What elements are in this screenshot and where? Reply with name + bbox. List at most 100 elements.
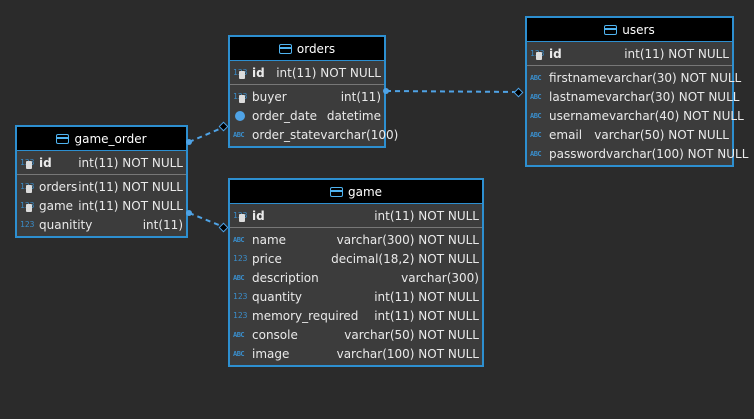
- link-start-dot: [186, 139, 192, 145]
- primary-key-icon: 123: [233, 209, 250, 223]
- text-type-icon: ABC: [233, 273, 245, 282]
- table-game[interactable]: game 123 id int(11) NOT NULL ABC name va…: [228, 178, 484, 367]
- column-name: quantity: [252, 289, 303, 304]
- columns-section: ABC name varchar(300) NOT NULL 123 price…: [230, 228, 482, 365]
- column-row[interactable]: ABC order_state varchar(100): [230, 125, 398, 144]
- key-icon: [239, 213, 245, 222]
- key-icon: [239, 70, 245, 79]
- column-name: image: [252, 346, 290, 361]
- key-icon: [26, 203, 32, 212]
- link-end-diamond: [218, 121, 229, 132]
- column-name: lastname: [549, 89, 605, 104]
- primary-key-icon: 123: [20, 156, 37, 170]
- column-row[interactable]: ABC name varchar(300) NOT NULL: [230, 230, 482, 249]
- table-users[interactable]: users 123 id int(11) NOT NULL ABC firstn…: [525, 16, 748, 167]
- text-type-icon: ABC: [530, 111, 542, 120]
- table-header[interactable]: game: [230, 180, 482, 204]
- column-name: id: [39, 155, 52, 170]
- text-type-icon: ABC: [530, 130, 542, 139]
- column-type: varchar(30) NOT NULL: [606, 70, 742, 85]
- key-icon: [239, 94, 245, 103]
- column-name: buyer: [252, 89, 287, 104]
- column-name: id: [252, 65, 265, 80]
- column-row[interactable]: ABC lastname varchar(30) NOT NULL: [527, 87, 739, 106]
- table-orders[interactable]: orders 123 id int(11) NOT NULL 123 buyer…: [228, 35, 398, 148]
- column-row[interactable]: 123 id int(11) NOT NULL: [230, 63, 384, 82]
- column-name: quanitity: [39, 217, 93, 232]
- column-row[interactable]: 123 id int(11) NOT NULL: [527, 44, 732, 63]
- key-icon: [536, 51, 542, 60]
- column-type: varchar(100) NOT NULL: [605, 146, 749, 161]
- table-title: orders: [296, 41, 336, 56]
- column-name: email: [549, 127, 583, 142]
- link-end-diamond: [513, 87, 524, 98]
- text-type-icon: ABC: [233, 130, 245, 139]
- link-game-order-game: [188, 212, 225, 228]
- table-header[interactable]: users: [527, 18, 732, 42]
- pk-section: 123 id int(11) NOT NULL: [527, 42, 732, 66]
- key-icon: [26, 184, 32, 193]
- column-type: int(11) NOT NULL: [276, 65, 381, 80]
- text-type-icon: ABC: [233, 349, 245, 358]
- table-game-order[interactable]: game_order 123 id int(11) NOT NULL 123 o…: [15, 125, 188, 238]
- table-icon: [329, 186, 343, 197]
- column-row[interactable]: ABC image varchar(100) NOT NULL: [230, 344, 482, 363]
- text-type-icon: ABC: [530, 73, 542, 82]
- table-header[interactable]: orders: [230, 37, 384, 61]
- column-row[interactable]: 123 id int(11) NOT NULL: [17, 153, 186, 172]
- column-row[interactable]: order_date datetime: [230, 106, 384, 125]
- link-orders-users: [385, 90, 520, 93]
- column-row[interactable]: 123 quantity int(11) NOT NULL: [230, 287, 482, 306]
- columns-section: 123 buyer int(11) order_date datetime AB…: [230, 85, 398, 146]
- column-row[interactable]: 123 quanitity int(11): [17, 215, 186, 234]
- primary-key-icon: 123: [530, 47, 547, 61]
- column-type: int(11) NOT NULL: [78, 198, 183, 213]
- column-name: console: [252, 327, 298, 342]
- table-icon: [278, 43, 292, 54]
- column-type: int(11) NOT NULL: [374, 208, 479, 223]
- column-name: description: [252, 270, 319, 285]
- column-name: name: [252, 232, 287, 247]
- column-type: int(11) NOT NULL: [374, 308, 479, 323]
- link-game-order-orders: [188, 126, 225, 143]
- column-name: game: [39, 198, 74, 213]
- column-type: varchar(100) NOT NULL: [336, 346, 479, 361]
- pk-section: 123 id int(11) NOT NULL: [17, 151, 186, 175]
- column-type: int(11) NOT NULL: [624, 46, 729, 61]
- column-type: int(11): [142, 217, 183, 232]
- pk-section: 123 id int(11) NOT NULL: [230, 61, 384, 85]
- column-row[interactable]: 123 orders int(11) NOT NULL: [17, 177, 186, 196]
- column-type: int(11): [340, 89, 381, 104]
- link-start-dot: [186, 210, 192, 216]
- column-name: password: [549, 146, 606, 161]
- table-header[interactable]: game_order: [17, 127, 186, 151]
- column-name: id: [252, 208, 265, 223]
- column-name: order_date: [252, 108, 318, 123]
- table-title: game: [347, 184, 383, 199]
- column-row[interactable]: 123 memory_required int(11) NOT NULL: [230, 306, 482, 325]
- column-row[interactable]: ABC password varchar(100) NOT NULL: [527, 144, 748, 163]
- column-row[interactable]: ABC email varchar(50) NOT NULL: [527, 125, 732, 144]
- column-row[interactable]: 123 game int(11) NOT NULL: [17, 196, 186, 215]
- column-name: orders: [39, 179, 78, 194]
- column-row[interactable]: ABC console varchar(50) NOT NULL: [230, 325, 482, 344]
- column-name: id: [549, 46, 562, 61]
- column-row[interactable]: ABC description varchar(300): [230, 268, 482, 287]
- column-name: order_state: [252, 127, 321, 142]
- numeric-type-icon: 123: [233, 310, 248, 320]
- column-row[interactable]: 123 price decimal(18,2) NOT NULL: [230, 249, 482, 268]
- table-icon: [604, 24, 618, 35]
- primary-key-icon: 123: [233, 66, 250, 80]
- column-type: varchar(40) NOT NULL: [609, 108, 744, 123]
- column-row[interactable]: 123 id int(11) NOT NULL: [230, 206, 482, 225]
- column-name: username: [549, 108, 609, 123]
- column-type: datetime: [326, 108, 381, 123]
- column-type: varchar(300): [401, 270, 479, 285]
- text-type-icon: ABC: [233, 330, 245, 339]
- column-row[interactable]: ABC username varchar(40) NOT NULL: [527, 106, 744, 125]
- column-row[interactable]: ABC firstname varchar(30) NOT NULL: [527, 68, 741, 87]
- column-row[interactable]: 123 buyer int(11): [230, 87, 384, 106]
- numeric-type-icon: 123: [20, 219, 35, 229]
- column-type: decimal(18,2) NOT NULL: [331, 251, 479, 266]
